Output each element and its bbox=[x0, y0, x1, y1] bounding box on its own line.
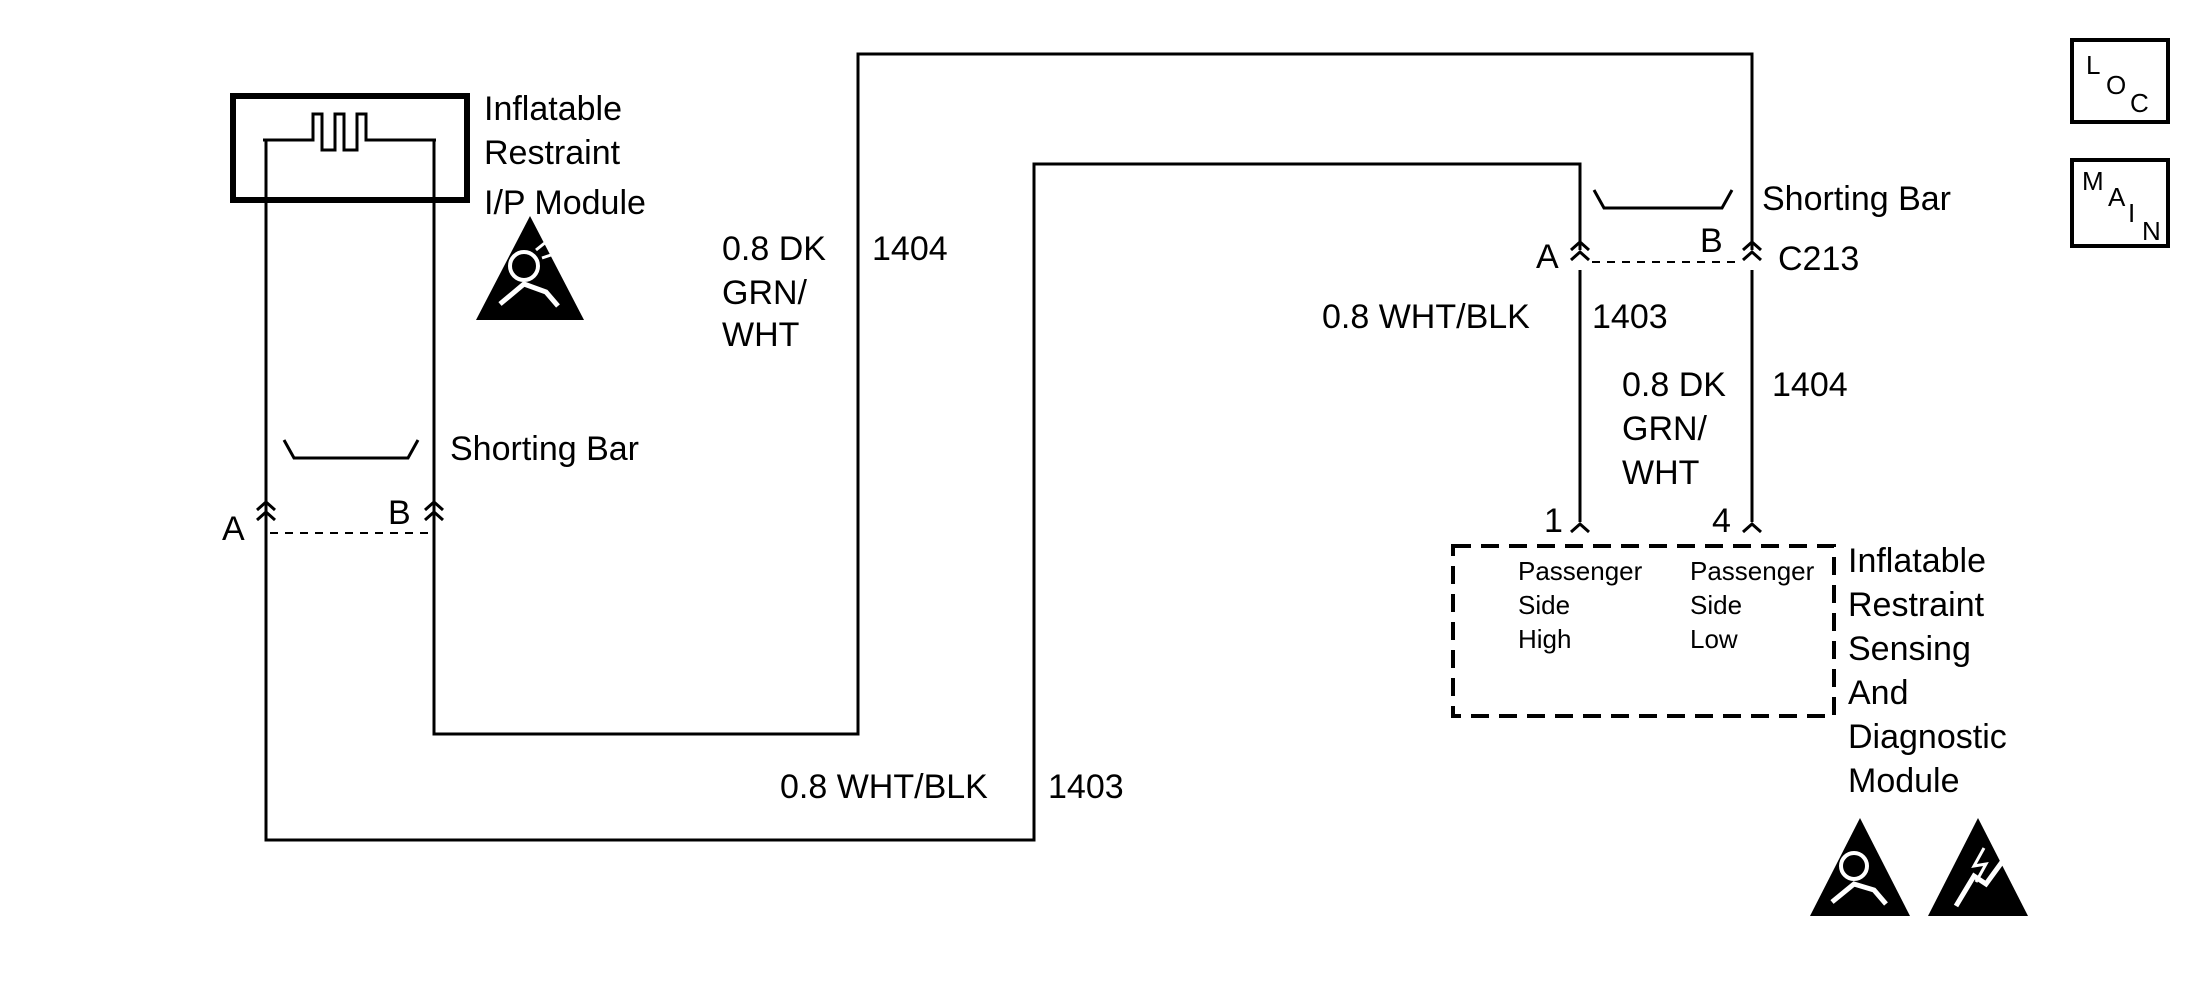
sdm-input-high-1: Passenger bbox=[1518, 556, 1643, 586]
terminal-right-a-label: A bbox=[1536, 238, 1559, 276]
terminal-left-b-label: B bbox=[388, 494, 411, 532]
loc-button-l: L bbox=[2086, 50, 2100, 80]
sdm-label-3: Sensing bbox=[1848, 630, 1971, 668]
wire-1403-bottom-circuit: 1403 bbox=[1048, 768, 1124, 806]
terminal-right-b-label: B bbox=[1700, 222, 1723, 260]
airbag-warning-icon bbox=[476, 216, 584, 320]
main-button-n: N bbox=[2142, 216, 2161, 246]
wire-1403-run bbox=[264, 140, 1582, 842]
sdm-input-low-1: Passenger bbox=[1690, 556, 1815, 586]
wire-1404-right-color-2: WHT bbox=[1622, 454, 1699, 492]
main-button-a: A bbox=[2108, 182, 2126, 212]
sdm-input-low-2: Side bbox=[1690, 590, 1742, 620]
loc-button[interactable]: L O C bbox=[2070, 38, 2170, 124]
sdm-pin-4-label: 4 bbox=[1712, 502, 1731, 540]
sdm-box bbox=[1451, 544, 1836, 718]
ip-module-label-2: Restraint bbox=[484, 134, 621, 172]
terminal-right-b bbox=[1742, 239, 1762, 262]
wire-1404-top-size: 0.8 DK bbox=[722, 230, 826, 268]
sdm-input-low-3: Low bbox=[1690, 624, 1738, 654]
terminal-right-a bbox=[1570, 239, 1590, 262]
wire-1404-right-size: 0.8 DK bbox=[1622, 366, 1726, 404]
wire-1404-right-color-1: GRN/ bbox=[1622, 410, 1708, 448]
sdm-label-2: Restraint bbox=[1848, 586, 1985, 624]
main-button[interactable]: M A I N bbox=[2070, 158, 2170, 248]
loc-button-c: C bbox=[2130, 88, 2149, 118]
shorting-bar-left bbox=[282, 439, 420, 460]
shorting-bar-right bbox=[1592, 189, 1734, 210]
main-button-i: I bbox=[2128, 198, 2135, 228]
wire-1404-top-circuit: 1404 bbox=[872, 230, 948, 268]
ip-module-label-3: I/P Module bbox=[484, 184, 646, 222]
wire-1403-right-color: 0.8 WHT/BLK bbox=[1322, 298, 1530, 336]
wire-1404-top-color-2: WHT bbox=[722, 316, 799, 354]
terminal-left-a-label: A bbox=[222, 510, 245, 548]
sdm-label-4: And bbox=[1848, 674, 1909, 712]
wire-1403-right-circuit: 1403 bbox=[1592, 298, 1668, 336]
main-button-m: M bbox=[2082, 166, 2104, 196]
wire-1404-run bbox=[432, 52, 1754, 736]
sdm-pin-1 bbox=[1570, 521, 1590, 534]
wire-1403-bottom-color: 0.8 WHT/BLK bbox=[780, 768, 988, 806]
wire-1404-right-circuit: 1404 bbox=[1772, 366, 1848, 404]
ip-module-label-1: Inflatable bbox=[484, 90, 622, 128]
ip-module bbox=[230, 93, 470, 203]
wire-1404-top-color-1: GRN/ bbox=[722, 274, 808, 312]
sdm-input-high-3: High bbox=[1518, 624, 1571, 654]
loc-button-o: O bbox=[2106, 70, 2126, 100]
sdm-label-1: Inflatable bbox=[1848, 542, 1986, 580]
sdm-label-6: Module bbox=[1848, 762, 1960, 800]
sdm-input-high-2: Side bbox=[1518, 590, 1570, 620]
airbag-warning-icon bbox=[1810, 818, 1910, 916]
esd-warning-icon bbox=[1928, 818, 2028, 916]
connector-label: C213 bbox=[1778, 240, 1859, 278]
shorting-bar-right-label: Shorting Bar bbox=[1762, 180, 1951, 218]
sdm-pin-4 bbox=[1742, 521, 1762, 534]
sdm-pin-1-label: 1 bbox=[1544, 502, 1563, 540]
shorting-bar-left-label: Shorting Bar bbox=[450, 430, 639, 468]
sdm-label-5: Diagnostic bbox=[1848, 718, 2007, 756]
ip-module-coil bbox=[263, 112, 436, 152]
ip-module-box bbox=[230, 93, 470, 203]
